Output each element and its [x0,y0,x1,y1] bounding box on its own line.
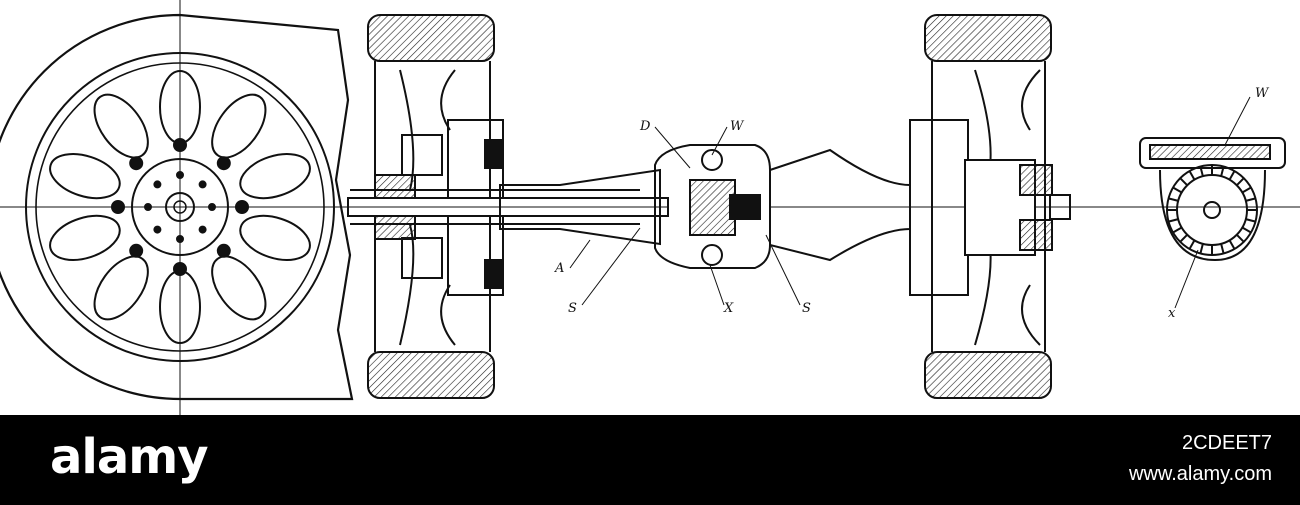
spoke-opening [211,255,267,321]
label-w-right: W [1255,86,1270,101]
spoke-opening [49,153,121,200]
right-wheel-assembly [909,14,1071,399]
gear-tooth [1172,226,1183,234]
gear-tooth [1245,218,1256,223]
lug-nut [216,243,231,258]
gear-tooth [1179,177,1189,187]
lug-nut [153,225,162,234]
lug-nut [198,225,207,234]
lug-nut [129,156,144,171]
label-a: A [554,261,564,276]
axle-housing-left [499,168,661,246]
spoke-opening [93,93,149,159]
gear-tooth [1235,233,1245,243]
gear-tooth [1228,239,1236,250]
axle-drawing: D W A S X S W x [0,0,1300,415]
label-x-right: x [1168,306,1176,321]
lug-nut [176,171,184,179]
lug-nut [216,156,231,171]
differential-housing [654,144,771,269]
worm-gear-detail [1139,137,1286,262]
lug-nut [208,203,216,211]
gear-tooth [1179,233,1189,243]
gear-tooth [1188,170,1196,181]
label-x: X [723,301,734,316]
lug-nut [198,180,207,189]
lug-nut [176,235,184,243]
gear-tooth [1199,243,1204,254]
image-id-label: 2CDEET7 [1181,432,1272,454]
lug-nut [153,180,162,189]
lug-nut [111,200,125,214]
label-d: D [639,119,651,134]
gear-tooth [1220,166,1225,177]
label-s-right: S [802,301,811,316]
alamy-logo: alamy [50,429,209,485]
gear-tooth [1228,170,1236,181]
lug-nut [235,200,249,214]
lug-nut [173,138,187,152]
gear-tooth [1241,186,1252,194]
gear-tooth [1245,197,1256,202]
spoke-opening [49,214,121,261]
label-s-left: S [568,301,577,316]
wheel-side-view [0,0,354,415]
left-tire-section [367,14,495,399]
gear-tooth [1188,239,1196,250]
watermark-footer: alamy 2CDEET7 www.alamy.com [0,415,1300,505]
lug-nut [144,203,152,211]
spoke-opening [93,255,149,321]
gear-tooth [1168,197,1179,202]
callout-labels: D W A S X S W x [554,86,1270,321]
gear-tooth [1199,166,1204,177]
spoke-opening [211,93,267,159]
left-hub [347,119,669,296]
gear-tooth [1172,186,1183,194]
site-url-label: www.alamy.com [1129,463,1272,485]
lug-nut [173,262,187,276]
label-w: W [730,119,745,134]
leader-lines [569,96,1251,309]
gear-tooth [1220,243,1225,254]
gear-tooth [1168,218,1179,223]
gear-tooth [1235,177,1245,187]
engraving-illustration: D W A S X S W x [0,0,1300,415]
lug-nut [129,243,144,258]
spoke-opening [239,153,311,200]
gear-tooth [1241,226,1252,234]
spoke-opening [239,214,311,261]
